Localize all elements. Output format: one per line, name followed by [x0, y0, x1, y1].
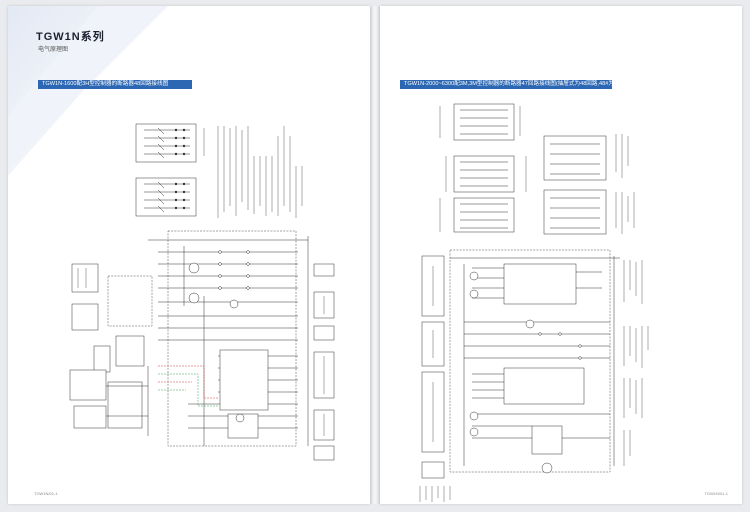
legend-text-left: [217, 126, 303, 218]
controller-top: [503, 263, 577, 305]
release-unit-right: [531, 425, 563, 455]
right-side-boxes: [313, 263, 335, 461]
controller-box: [219, 349, 269, 411]
diagram-subtitle: 电气原理图: [38, 47, 69, 53]
colored-wires: [158, 365, 218, 407]
notes-lower-left: [419, 486, 451, 502]
footer-left: TGW1N/01-1: [34, 491, 58, 496]
diagram-banner-left: TGW1N-1600配3H型控制器的断路器48回路接线图: [38, 80, 192, 89]
wiring-diagram-right: [419, 103, 649, 502]
breaker-enclosure: [167, 230, 297, 447]
wiring-diagram-left: [69, 123, 335, 461]
side-components: [69, 263, 153, 436]
legend-text-right: [623, 260, 649, 466]
diagram-banner-right: TGW1N-2000~6300配3M,3M型控制器的断路器47回路接线图(抽屉式…: [400, 80, 621, 89]
contacts: [188, 250, 250, 309]
left-page: TGW1N系列 电气原理图 TGW1N-1600配3H型控制器的断路器48回路接…: [8, 6, 370, 504]
controller-bottom: [503, 367, 585, 405]
circuit-lines-right: [450, 256, 620, 466]
series-title: TGW1N系列: [36, 31, 105, 43]
contacts-right: [469, 271, 582, 437]
book-spine: [370, 6, 380, 504]
footer-right: TGW1N/01-1: [704, 491, 728, 496]
motor-symbol: [235, 413, 245, 423]
terminal-blocks-right-column: [543, 134, 635, 235]
terminal-blocks-left-column: [439, 103, 527, 233]
right-page: TGW1N-2000~6300配3M,3M型控制器的断路器47回路接线图(抽屉式…: [380, 6, 742, 504]
terminal-block-middle: [135, 177, 197, 217]
breaker-enclosure-right: [449, 249, 611, 473]
motor-symbol-right: [541, 462, 553, 474]
category-column: [421, 255, 445, 479]
terminal-block-top: [135, 123, 205, 163]
